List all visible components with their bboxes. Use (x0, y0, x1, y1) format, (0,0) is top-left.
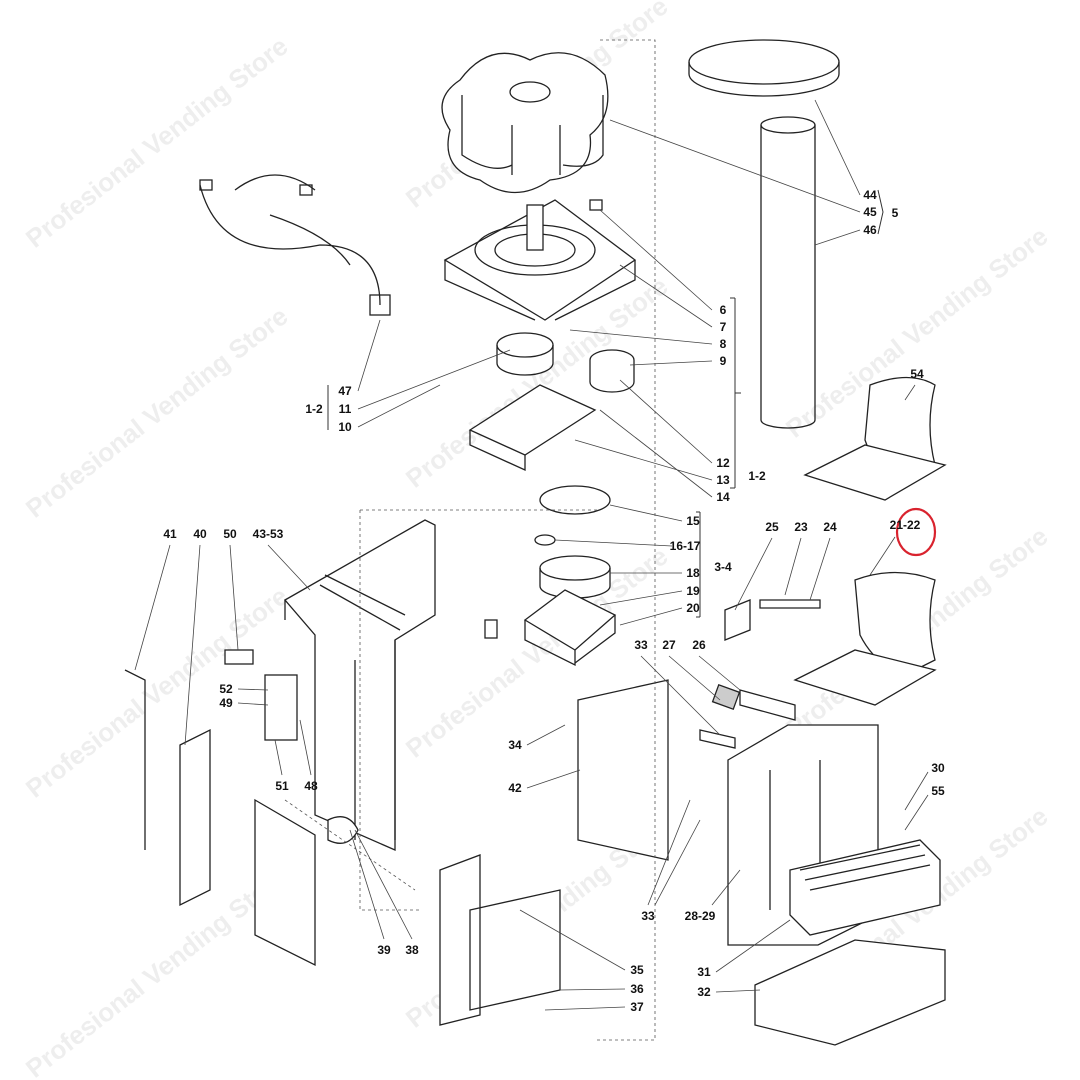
callout-54: 54 (910, 367, 924, 381)
label-27 (711, 683, 741, 711)
callout-19: 19 (686, 584, 700, 598)
callout-33: 33 (634, 638, 648, 652)
callout-12: 12 (716, 456, 730, 470)
panel (254, 798, 316, 967)
callout-6: 6 (719, 303, 727, 317)
column-tube (760, 116, 816, 429)
canister-21-22 (793, 571, 937, 706)
part-52-49 (264, 674, 298, 741)
callout-8: 8 (719, 337, 727, 351)
callout-44: 44 (863, 188, 877, 202)
callout-1-2: 1-2 (748, 469, 766, 483)
callout-15: 15 (686, 514, 700, 528)
callout-50: 50 (223, 527, 237, 541)
callout-31: 31 (697, 965, 711, 979)
callout-42: 42 (508, 781, 522, 795)
part-50 (224, 649, 254, 665)
callout-11: 11 (338, 402, 352, 416)
tray-32 (754, 939, 946, 1046)
callout-34: 34 (508, 738, 522, 752)
callout-21-22: 21-22 (889, 518, 921, 532)
callout-25: 25 (765, 520, 779, 534)
callout-38: 38 (405, 943, 419, 957)
motor (496, 332, 635, 393)
callout-33: 33 (641, 909, 655, 923)
gear-16-17 (534, 534, 556, 546)
callout-48: 48 (304, 779, 318, 793)
callout-16-17: 16-17 (669, 539, 701, 553)
callout-37: 37 (630, 1000, 644, 1014)
callout-5: 5 (891, 206, 899, 220)
valve-38-39 (327, 816, 359, 844)
callout-47: 47 (338, 384, 352, 398)
callout-39: 39 (377, 943, 391, 957)
callout-28-29: 28-29 (684, 909, 716, 923)
callout-23: 23 (794, 520, 808, 534)
wire-harness (199, 174, 381, 306)
turret-base-plate (443, 199, 637, 321)
callout-26: 26 (692, 638, 706, 652)
panel-42 (577, 679, 669, 861)
callout-43-53: 43-53 (252, 527, 284, 541)
callout-1-2: 1-2 (305, 402, 323, 416)
callout-35: 35 (630, 963, 644, 977)
highlight-circle (895, 507, 937, 557)
callout-55: 55 (931, 784, 945, 798)
panel-35 (439, 854, 561, 1026)
callout-51: 51 (275, 779, 289, 793)
callout-40: 40 (193, 527, 207, 541)
lid-disc (688, 39, 840, 97)
callout-36: 36 (630, 982, 644, 996)
callout-30: 30 (931, 761, 945, 775)
callout-10: 10 (338, 420, 352, 434)
callout-45: 45 (863, 205, 877, 219)
motor-bracket (468, 384, 597, 456)
bracket-40 (179, 728, 211, 907)
callout-7: 7 (719, 320, 727, 334)
callout-27: 27 (662, 638, 676, 652)
callout-24: 24 (823, 520, 837, 534)
callout-9: 9 (719, 354, 727, 368)
canister-54 (803, 376, 947, 501)
rod-41 (124, 669, 146, 850)
cup-turret (441, 52, 609, 193)
callout-20: 20 (686, 601, 700, 615)
callout-49: 49 (219, 696, 233, 710)
callout-32: 32 (697, 985, 711, 999)
callout-3-4: 3-4 (714, 560, 732, 574)
callout-41: 41 (163, 527, 177, 541)
callout-52: 52 (219, 682, 233, 696)
ring-15 (539, 485, 611, 515)
callout-14: 14 (716, 490, 730, 504)
callout-13: 13 (716, 473, 730, 487)
ring-gear-18 (539, 555, 611, 599)
callout-18: 18 (686, 566, 700, 580)
assembly-19-20 (484, 589, 617, 667)
callout-46: 46 (863, 223, 877, 237)
